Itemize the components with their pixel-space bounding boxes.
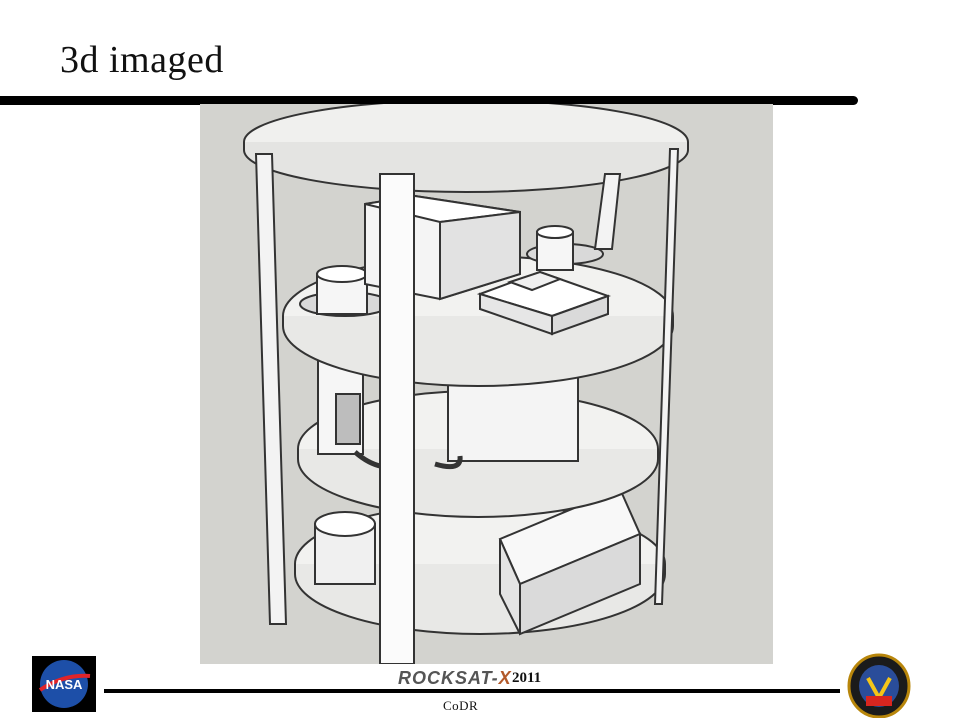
footer-label: CoDR xyxy=(443,698,479,713)
wff-logo xyxy=(844,648,914,719)
title-divider xyxy=(0,96,858,105)
payload-3d-drawing xyxy=(243,104,689,664)
svg-text:NASA: NASA xyxy=(46,677,83,692)
rocksat-logo-x: X xyxy=(498,668,512,688)
nasa-logo: NASA xyxy=(32,656,96,712)
rocksat-x-logo: ROCKSAT-X xyxy=(398,668,512,689)
slide-title: 3d imaged xyxy=(60,39,224,81)
wff-patch-icon xyxy=(847,653,911,719)
footer-divider xyxy=(104,689,840,693)
nasa-meatball-icon: NASA xyxy=(38,660,91,708)
footer-year: 2011 xyxy=(512,670,542,686)
3d-model-render xyxy=(200,104,773,664)
rocksat-logo-main: ROCKSAT- xyxy=(398,668,499,688)
